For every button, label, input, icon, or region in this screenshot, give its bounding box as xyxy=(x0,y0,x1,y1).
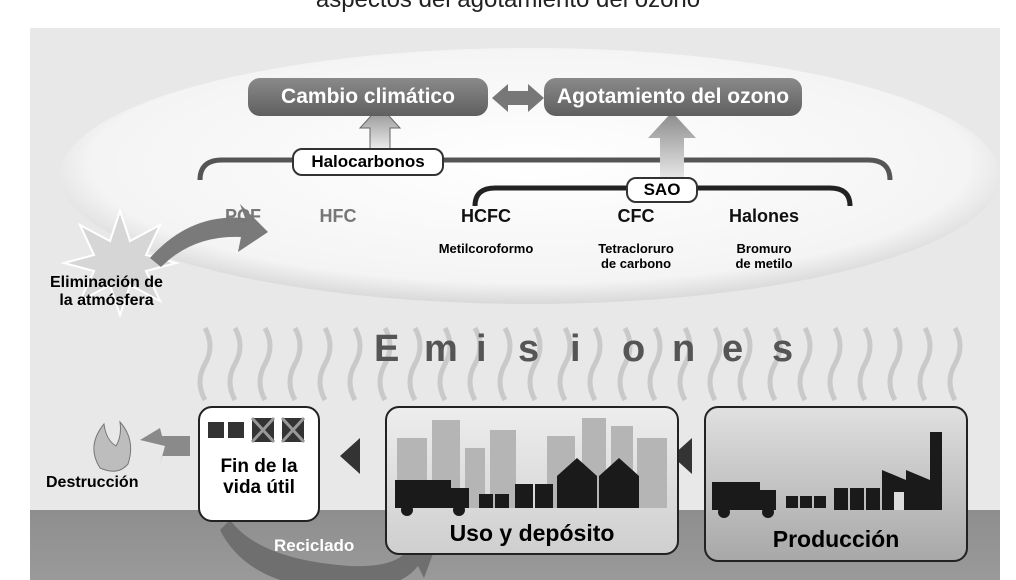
ozone-depletion-pill: Agotamiento del ozono xyxy=(544,78,802,116)
emissions-letter: m xyxy=(424,328,458,370)
sub-gas-item: Metilcoroformo xyxy=(438,241,534,256)
emissions-letter: s xyxy=(772,328,794,370)
destruction-arrow xyxy=(140,428,190,464)
emissions-letter: n xyxy=(672,328,696,370)
recycling-arrow xyxy=(220,520,438,580)
emissions-letter: e xyxy=(722,328,744,370)
halocarbons-tag: Halocarbonos xyxy=(292,148,444,176)
removal-arrow xyxy=(150,204,268,267)
destruction-label: Destrucción xyxy=(46,474,139,491)
diagram-panel: Cambio climático Agotamiento del ozono H… xyxy=(30,28,1000,580)
gas-halones: Halones xyxy=(728,206,800,226)
city-scene xyxy=(395,418,667,516)
up-arrow-sao xyxy=(648,112,696,188)
arrow-use-to-eol xyxy=(340,438,360,474)
use-box: Uso y depósito xyxy=(385,406,679,555)
halocarbon-bracket xyxy=(197,157,893,181)
appliance-icons xyxy=(208,416,306,444)
flame-icon xyxy=(93,420,132,472)
use-label: Uso y depósito xyxy=(449,520,615,546)
recycling-label: Reciclado xyxy=(274,536,355,555)
sao-tag: SAO xyxy=(626,177,698,203)
gas-hcfc: HCFC xyxy=(461,206,511,226)
emissions-letter: i xyxy=(476,328,487,370)
emission-waves xyxy=(197,326,963,402)
emissions-letter: E xyxy=(374,328,400,370)
gas-hfc: HFC xyxy=(319,206,357,226)
production-box: Producción xyxy=(704,406,968,562)
diagram-title: aspectos del agotamiento del ozono xyxy=(0,0,1016,14)
emissions-letter: o xyxy=(622,328,646,370)
emissions-letter: i xyxy=(570,328,581,370)
double-arrow xyxy=(492,84,544,112)
emissions-letter: s xyxy=(518,328,540,370)
climate-change-pill: Cambio climático xyxy=(248,78,488,116)
factory-scene xyxy=(712,432,942,518)
arrow-production-to-use xyxy=(672,438,692,474)
production-label: Producción xyxy=(772,526,900,552)
gas-cfc: CFC xyxy=(617,206,655,226)
sun-starburst xyxy=(60,207,180,319)
gas-pcf: PCF xyxy=(225,206,261,226)
